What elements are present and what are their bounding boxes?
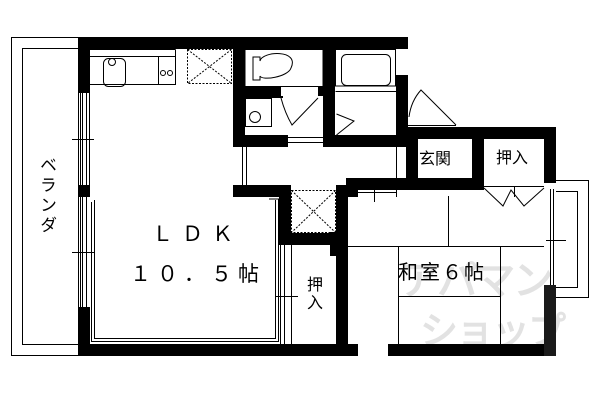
closet-side-label: 押入 bbox=[304, 276, 323, 312]
walls bbox=[78, 37, 556, 356]
washitsu-label: 和室６帖 bbox=[398, 260, 486, 284]
washing-machine-space bbox=[245, 98, 272, 127]
kitchen-counter bbox=[89, 56, 176, 85]
storage-space bbox=[291, 190, 336, 233]
sink-icon bbox=[103, 58, 126, 87]
stove-burner-icon bbox=[167, 70, 173, 76]
toilet-icon bbox=[252, 53, 293, 81]
ldk-size-label: １０．５帖 bbox=[130, 262, 265, 286]
washroom-door-icon bbox=[280, 97, 319, 126]
genkan-label: 玄関 bbox=[419, 149, 452, 168]
faucet-icon bbox=[108, 58, 116, 66]
closet-top-label: 押入 bbox=[496, 148, 529, 167]
veranda-label: ベランダ bbox=[36, 156, 56, 236]
bath-door-icon bbox=[336, 113, 355, 136]
washing-machine-icon bbox=[249, 111, 261, 123]
closet-doors-icon bbox=[483, 187, 545, 207]
fridge-space bbox=[187, 49, 232, 84]
stove-burner-icon bbox=[160, 70, 166, 76]
bottom-window bbox=[358, 346, 388, 354]
ldk-name-label: ＬＤＫ bbox=[152, 222, 242, 246]
entrance-door-icon bbox=[408, 89, 457, 126]
bathtub-icon bbox=[341, 54, 391, 86]
